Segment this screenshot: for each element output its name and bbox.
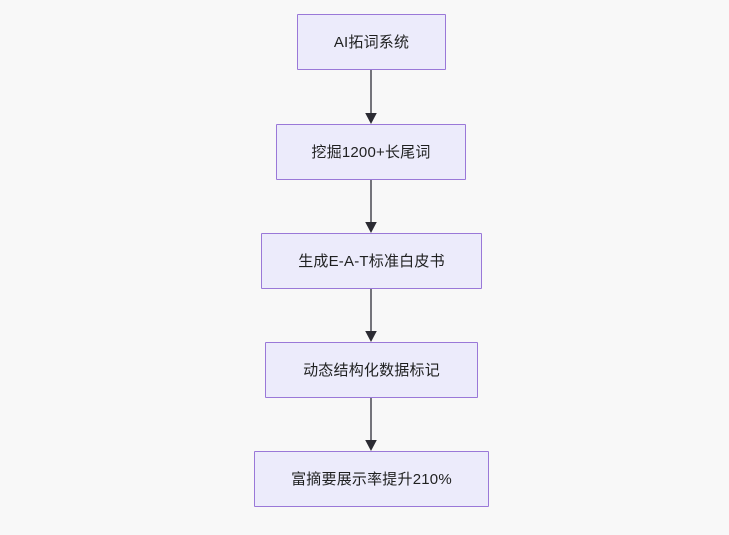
- flow-node-ai-keyword-system[interactable]: AI拓词系统: [297, 14, 446, 70]
- flow-node-label: 富摘要展示率提升210%: [291, 470, 452, 488]
- flow-node-mine-longtail-keywords[interactable]: 挖掘1200+长尾词: [276, 124, 466, 180]
- flow-node-label: 生成E-A-T标准白皮书: [298, 252, 445, 270]
- edge-n1-n2: [365, 70, 377, 124]
- flow-node-label: 动态结构化数据标记: [303, 361, 440, 379]
- flow-node-label: 挖掘1200+长尾词: [311, 143, 431, 161]
- edge-n2-n3: [365, 180, 377, 233]
- flow-node-generate-eat-whitepaper[interactable]: 生成E-A-T标准白皮书: [261, 233, 482, 289]
- flow-node-label: AI拓词系统: [333, 33, 410, 51]
- flow-node-rich-snippet-impression-uplift[interactable]: 富摘要展示率提升210%: [254, 451, 489, 507]
- edge-n4-n5: [365, 398, 377, 451]
- edge-n3-n4: [365, 289, 377, 342]
- flow-node-dynamic-structured-data-markup[interactable]: 动态结构化数据标记: [265, 342, 478, 398]
